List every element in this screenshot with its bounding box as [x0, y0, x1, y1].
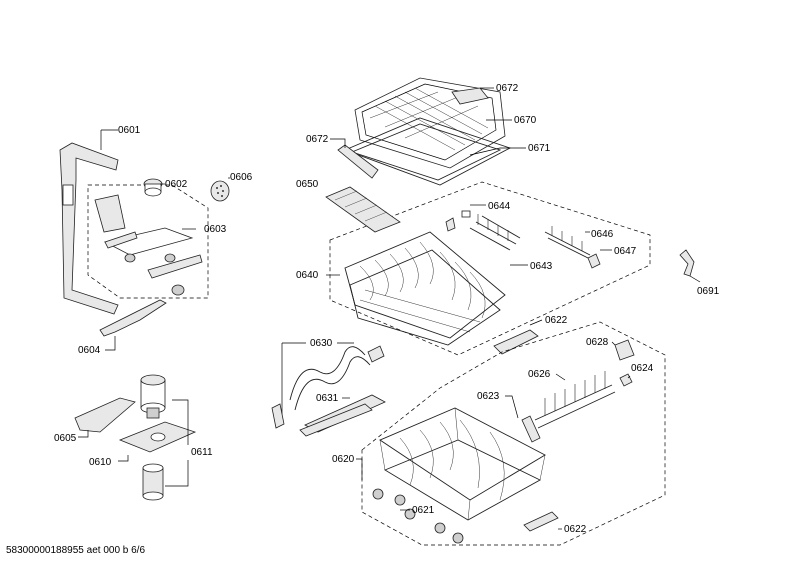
label-0631: 0631 [316, 393, 339, 404]
lower-basket-group [356, 321, 666, 546]
deflector [74, 397, 136, 433]
cutlery-tray-group [330, 77, 526, 186]
label-0646: 0646 [591, 229, 614, 240]
label-0644: 0644 [488, 201, 511, 212]
filter-disc [210, 180, 230, 202]
riser-pipe [59, 142, 119, 315]
label-0601: 0601 [118, 125, 141, 136]
label-0640: 0640 [296, 270, 319, 281]
upper-basket-group [325, 181, 651, 356]
rack-accessory-group [271, 342, 386, 437]
upper-spray-arm [94, 194, 203, 296]
label-0621: 0621 [412, 505, 435, 516]
label-0630: 0630 [310, 338, 333, 349]
label-0672-top: 0672 [496, 83, 519, 94]
handle-0622-upper [493, 329, 539, 355]
label-0628: 0628 [586, 337, 609, 348]
label-0623: 0623 [477, 391, 500, 402]
label-0605: 0605 [54, 433, 77, 444]
label-0691: 0691 [697, 286, 720, 297]
document-id-footer: 58300000188955 aet 000 b 6/6 [6, 545, 146, 556]
label-0624: 0624 [631, 363, 654, 374]
label-0602: 0602 [165, 179, 188, 190]
label-0650: 0650 [296, 179, 319, 190]
filter-group [74, 374, 197, 501]
label-0626: 0626 [528, 369, 551, 380]
tray-handle-top [451, 87, 489, 105]
clip-0691 [679, 249, 695, 277]
label-0606: 0606 [230, 172, 253, 183]
label-0604: 0604 [78, 345, 101, 356]
label-0643: 0643 [530, 261, 553, 272]
cup-shelf [325, 186, 401, 233]
label-0620: 0620 [332, 454, 355, 465]
label-0647: 0647 [614, 246, 637, 257]
spray-arm-hub [143, 178, 163, 197]
basket-wheels [372, 488, 464, 544]
label-0670: 0670 [514, 115, 537, 126]
label-0603: 0603 [204, 224, 227, 235]
label-0622-lower: 0622 [564, 524, 587, 535]
tray-handle-left [337, 144, 379, 179]
spray-arm-group [59, 129, 230, 351]
label-0611: 0611 [191, 447, 213, 458]
label-0671: 0671 [528, 143, 551, 154]
upper-basket [344, 231, 506, 339]
handle-0622-lower [523, 511, 559, 532]
lower-basket [379, 407, 546, 501]
label-0622-upper: 0622 [545, 315, 568, 326]
label-0610: 0610 [89, 457, 112, 468]
lower-spray-arm [99, 299, 167, 337]
label-0672-left: 0672 [306, 134, 329, 145]
